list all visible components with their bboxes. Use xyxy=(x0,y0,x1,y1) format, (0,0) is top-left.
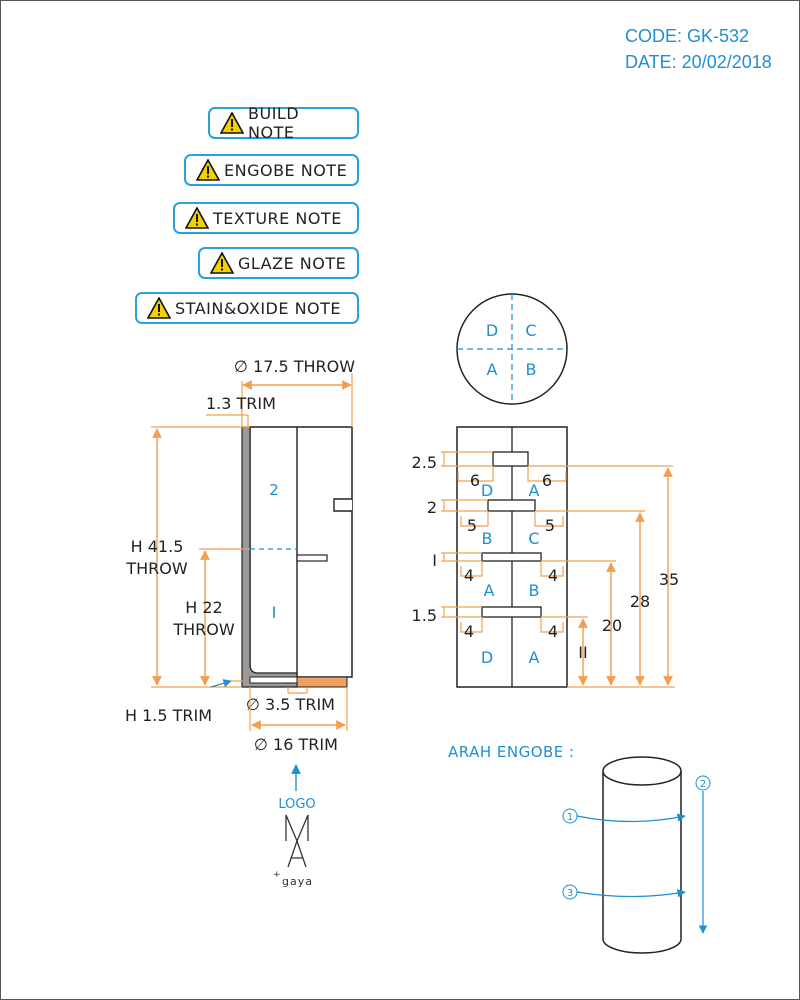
warning-icon xyxy=(147,297,171,319)
slot-offset-label: 5 xyxy=(545,516,555,535)
stain-oxide-note-label: STAIN&OXIDE NOTE xyxy=(175,298,342,318)
trim-diameter-label: ∅ 16 TRIM xyxy=(254,735,338,754)
marker-circle xyxy=(695,775,711,791)
engobe-note-button[interactable]: ENGOBE NOTE xyxy=(184,154,359,186)
zone-label: D xyxy=(481,648,493,667)
base-plate xyxy=(249,676,298,684)
slot-offset-label: 5 xyxy=(467,516,477,535)
slot-offset-label: 4 xyxy=(464,622,474,641)
document-header: CODE: GK-532 DATE: 20/02/2018 xyxy=(625,23,772,75)
slot-offset-label: 4 xyxy=(548,622,558,641)
zone-label: B xyxy=(529,581,540,600)
stain-oxide-note-button[interactable]: STAIN&OXIDE NOTE xyxy=(135,292,359,324)
section-label-upper: 2 xyxy=(269,481,279,499)
quadrant-label: D xyxy=(486,321,498,340)
slot-height-label: 1.5 xyxy=(412,606,437,625)
inner-ledge xyxy=(296,554,328,562)
elevation-view: 2.5 2 I 1.5 6 6 5 5 4 4 4 4 D A B C A B … xyxy=(412,426,679,688)
logo-block: LOGO + gaya xyxy=(273,764,316,888)
zone-label: D xyxy=(481,481,493,500)
svg-text:+: + xyxy=(273,870,281,880)
marker-label: 2 xyxy=(700,779,706,790)
warning-icon xyxy=(210,252,234,274)
quadrant-label: B xyxy=(526,360,537,379)
build-note-label: BUILD NOTE xyxy=(248,104,300,142)
rim-notch xyxy=(333,498,352,512)
zone-label: A xyxy=(529,648,540,667)
foot-diameter-label: ∅ 3.5 TRIM xyxy=(246,695,335,714)
top-view: D C A B xyxy=(456,293,568,405)
glaze-note-label: GLAZE NOTE xyxy=(238,253,347,273)
mid-height-sublabel: THROW xyxy=(172,620,235,639)
body-outline xyxy=(249,426,353,678)
engobe-direction: ARAH ENGOBE : 1 3 2 xyxy=(448,743,711,954)
slot-offset-label: 6 xyxy=(542,471,552,490)
zone-label: A xyxy=(484,581,495,600)
throw-diameter-label: ∅ 17.5 THROW xyxy=(234,357,355,376)
slot-height-label: 2.5 xyxy=(412,453,437,472)
document-date: DATE: 20/02/2018 xyxy=(625,52,772,72)
warning-icon xyxy=(196,159,220,181)
slot-2 xyxy=(487,499,536,512)
logo-mark-icon xyxy=(285,814,309,868)
warning-icon xyxy=(185,207,209,229)
warning-icon xyxy=(220,112,244,134)
mid-height-label: H 22 xyxy=(185,598,222,617)
engobe-cylinder xyxy=(602,771,682,954)
marker-circle xyxy=(562,884,578,900)
zone-label: B xyxy=(482,529,493,548)
texture-note-button[interactable]: TEXTURE NOTE xyxy=(173,202,359,234)
profile-view: 2 I ∅ 17.5 THROW 1.3 TRIM H 41.5 THROW H… xyxy=(125,357,355,754)
zone-label: C xyxy=(528,529,539,548)
slot-3 xyxy=(481,552,542,562)
slot-height-label: I xyxy=(432,551,437,570)
slot-1 xyxy=(492,451,529,467)
logo-subtext: gaya xyxy=(282,875,313,888)
total-height-label: H 41.5 xyxy=(131,537,184,556)
quadrant-label: C xyxy=(525,321,536,340)
section-label-lower: I xyxy=(272,603,277,622)
product-code: CODE: GK-532 xyxy=(625,26,750,46)
base-trim-label: H 1.5 TRIM xyxy=(125,706,212,725)
slot-offset-label: 6 xyxy=(470,471,480,490)
engobe-note-label: ENGOBE NOTE xyxy=(224,160,348,180)
height-label: 35 xyxy=(659,570,679,589)
slot-height-label: 2 xyxy=(427,498,437,517)
wall-trim-label: 1.3 TRIM xyxy=(206,394,276,413)
foot-ring xyxy=(296,676,348,688)
logo-caption: LOGO xyxy=(278,797,315,812)
engobe-arrow-1 xyxy=(576,813,686,823)
slot-offset-label: 4 xyxy=(464,566,474,585)
glaze-note-button[interactable]: GLAZE NOTE xyxy=(198,247,359,279)
zone-label: A xyxy=(529,481,540,500)
marker-label: 1 xyxy=(567,812,573,823)
slot-offset-label: 4 xyxy=(548,566,558,585)
slot-4 xyxy=(481,606,542,618)
height-label: 20 xyxy=(602,616,622,635)
quadrant-label: A xyxy=(487,360,498,379)
engobe-title: ARAH ENGOBE : xyxy=(448,743,575,761)
marker-circle xyxy=(562,808,578,824)
texture-note-label: TEXTURE NOTE xyxy=(213,208,342,228)
height-label: II xyxy=(578,643,587,662)
engobe-arrow-3 xyxy=(576,889,686,898)
build-note-button[interactable]: BUILD NOTE xyxy=(208,104,359,142)
marker-label: 3 xyxy=(567,888,573,899)
height-label: 28 xyxy=(630,592,650,611)
total-height-sublabel: THROW xyxy=(125,559,188,578)
